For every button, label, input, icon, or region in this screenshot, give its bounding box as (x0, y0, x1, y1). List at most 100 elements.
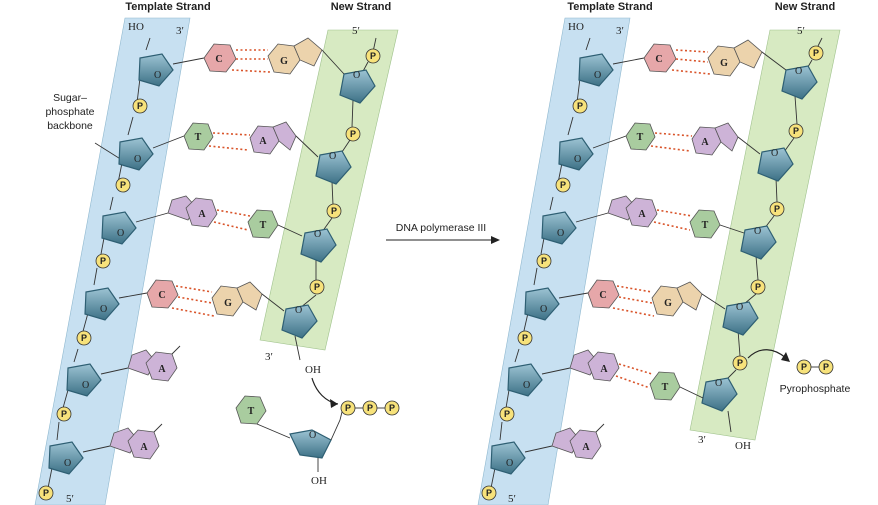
svg-text:P: P (389, 403, 395, 413)
base-thymine (235, 395, 267, 425)
svg-text:P: P (755, 282, 761, 292)
hydrogen-bonds (231, 49, 271, 73)
svg-text:P: P (813, 48, 819, 58)
sugar-ring (66, 363, 102, 397)
svg-text:O: O (795, 66, 802, 77)
svg-text:O: O (574, 154, 581, 165)
svg-text:O: O (506, 458, 513, 469)
phosphate-circle: P (95, 253, 111, 269)
phosphate-circle: P (572, 98, 588, 114)
hydrogen-bonds (171, 285, 215, 317)
template-backbone-path (47, 37, 151, 489)
svg-text:P: P (486, 488, 492, 498)
hydrogen-bonds (650, 132, 693, 152)
svg-text:P: P (331, 206, 337, 216)
phosphate-circle: P (309, 279, 325, 295)
ring-oxygens: OOO OOO OOO OO (506, 66, 802, 469)
new-phosphates: P P P P P (732, 45, 824, 371)
svg-text:T: T (260, 220, 267, 231)
unpaired-template-base-1: A (100, 345, 181, 382)
phosphate-circle: P (481, 485, 497, 501)
base-pair-2: T A (152, 121, 319, 158)
base-pair-5: A T (541, 349, 732, 433)
backbone-label-line-1: Sugar– (53, 92, 87, 104)
svg-text:A: A (198, 209, 206, 220)
svg-text:P: P (560, 180, 566, 190)
svg-text:C: C (655, 54, 662, 65)
new-bottom-prime: 3′ (265, 351, 273, 363)
template-backbone-path (490, 37, 591, 489)
hydrogen-bonds (213, 209, 251, 231)
new-strand-header: New Strand (331, 1, 392, 13)
sugar-ring (48, 441, 84, 475)
svg-text:O: O (100, 304, 107, 315)
svg-text:C: C (215, 54, 222, 65)
template-top-prime: 3′ (616, 25, 624, 37)
svg-text:O: O (64, 458, 71, 469)
base-cytosine (146, 279, 179, 309)
svg-text:O: O (82, 380, 89, 391)
svg-text:G: G (280, 56, 288, 67)
svg-text:T: T (195, 132, 202, 143)
svg-text:A: A (158, 364, 166, 375)
pyrophosphate-release: P P Pyrophosphate (747, 349, 850, 395)
sugar-ring (507, 363, 543, 397)
phosphate-circle: P (536, 253, 552, 269)
svg-text:O: O (353, 70, 360, 81)
phosphate-circle: P (769, 201, 785, 217)
sugar-ring (701, 377, 738, 412)
incoming-nucleotide: T O OH P P P (235, 377, 400, 487)
svg-text:A: A (582, 442, 590, 453)
hydrogen-bonds (612, 285, 655, 317)
svg-text:A: A (140, 442, 148, 453)
svg-text:A: A (638, 209, 646, 220)
svg-text:O: O (309, 430, 316, 441)
svg-text:P: P (43, 488, 49, 498)
unpaired-template-base-1: A (524, 423, 605, 460)
svg-text:A: A (701, 137, 709, 148)
new-bottom-oh: OH (305, 364, 321, 376)
svg-text:P: P (81, 333, 87, 343)
sugar-ring (490, 441, 526, 475)
phosphate-circle: P (132, 98, 148, 114)
phosphate-circle: P (517, 330, 533, 346)
sugar-ring (578, 53, 614, 87)
new-bottom-prime: 3′ (698, 434, 706, 446)
phosphate-circle: P (76, 330, 92, 346)
svg-text:P: P (370, 51, 376, 61)
panel-before: Template Strand New Strand HO 3′ 5′ 5′ 3… (34, 1, 400, 505)
base-pair-3: A T (135, 195, 303, 239)
svg-text:O: O (771, 148, 778, 159)
new-strand-sugars (701, 65, 818, 412)
phosphate-circle: P (326, 203, 342, 219)
svg-text:P: P (314, 282, 320, 292)
template-top-prime: 3′ (176, 25, 184, 37)
attack-arrow (311, 377, 339, 405)
svg-text:P: P (774, 204, 780, 214)
new-phosphates: P P P P (309, 48, 381, 295)
phosphate-circle: P (555, 177, 571, 193)
new-bottom-oh: OH (735, 440, 751, 452)
new-top-prime: 5′ (797, 25, 805, 37)
template-sugars (48, 53, 174, 475)
svg-text:P: P (793, 126, 799, 136)
base-pair-3: A T (575, 195, 745, 239)
base-adenine (587, 351, 620, 382)
template-top-ho: HO (568, 21, 584, 33)
svg-text:P: P (504, 409, 510, 419)
base-thymine (625, 122, 656, 151)
backbone-label-line-3: backbone (47, 120, 93, 132)
svg-text:T: T (637, 132, 644, 143)
sugar-ring (84, 287, 120, 321)
svg-text:O: O (154, 70, 161, 81)
svg-text:T: T (662, 382, 669, 393)
sugar-ring (300, 228, 337, 263)
svg-text:O: O (754, 226, 761, 237)
svg-text:P: P (137, 101, 143, 111)
svg-text:P: P (61, 409, 67, 419)
sugar-ring (289, 429, 332, 459)
svg-text:O: O (594, 70, 601, 81)
hydrogen-bonds (653, 209, 693, 231)
